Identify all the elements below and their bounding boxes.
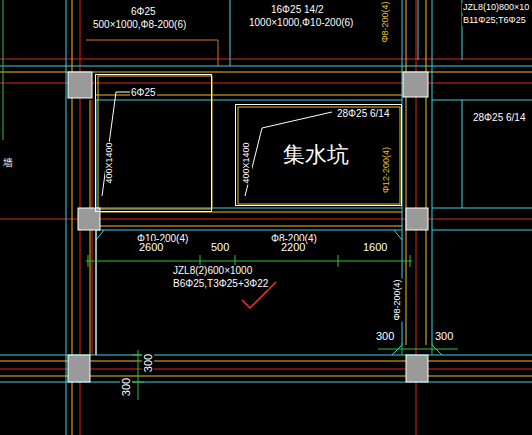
rebar-note: 16Φ25 14/2 xyxy=(270,4,324,15)
dimension-text: 300 xyxy=(142,353,154,373)
pit-name: 集水坑 xyxy=(282,143,350,167)
dimension-text: 500 xyxy=(210,241,230,253)
sump-pit: 28Φ25 6/14 400X1400 集水坑 xyxy=(235,104,402,206)
pit-box: 6Φ25 400X1400 xyxy=(95,74,212,212)
dimension-text: 1600 xyxy=(362,241,388,253)
dimension-line xyxy=(3,0,458,400)
dimension-text: 300 xyxy=(434,330,454,342)
dimension-text: 300 xyxy=(120,377,132,397)
leader-line xyxy=(96,92,332,355)
rebar-note: B11Φ25;T6Φ25 xyxy=(462,16,527,26)
rebar-note: 400X1400 xyxy=(105,141,115,184)
rebar-note: 1000×1000,Φ10-200(6) xyxy=(248,17,354,28)
rebar-note: Φ8-200(4) xyxy=(381,0,391,43)
beam-outline xyxy=(86,40,218,66)
rebar-note: 28Φ25 6/14 xyxy=(472,112,526,123)
rebar-note: Φ8-200(4) xyxy=(393,278,403,321)
dimension-text: 300 xyxy=(375,330,395,342)
rebar-note: 墙 xyxy=(2,157,14,168)
rebar-note: 6Φ25 xyxy=(130,87,157,98)
dimension-text: 2600 xyxy=(138,241,164,253)
column xyxy=(68,72,428,382)
rebar-note: B6Φ25,T3Φ25+3Φ22 xyxy=(172,278,269,289)
rebar-note: 500×1000,Φ8-200(6) xyxy=(92,19,187,30)
rebar-note: 28Φ25 6/14 xyxy=(336,108,390,119)
dimension-text: 2200 xyxy=(280,241,306,253)
rebar-note: 6Φ25 xyxy=(130,6,157,17)
rebar-note: JZL8(2)600×1000 xyxy=(172,265,253,276)
rebar-note: 400X1400 xyxy=(242,141,252,184)
rebar-note: Φ12-200(4) xyxy=(382,146,392,194)
rebar-note: JZL8(10)800×10 xyxy=(462,3,530,13)
